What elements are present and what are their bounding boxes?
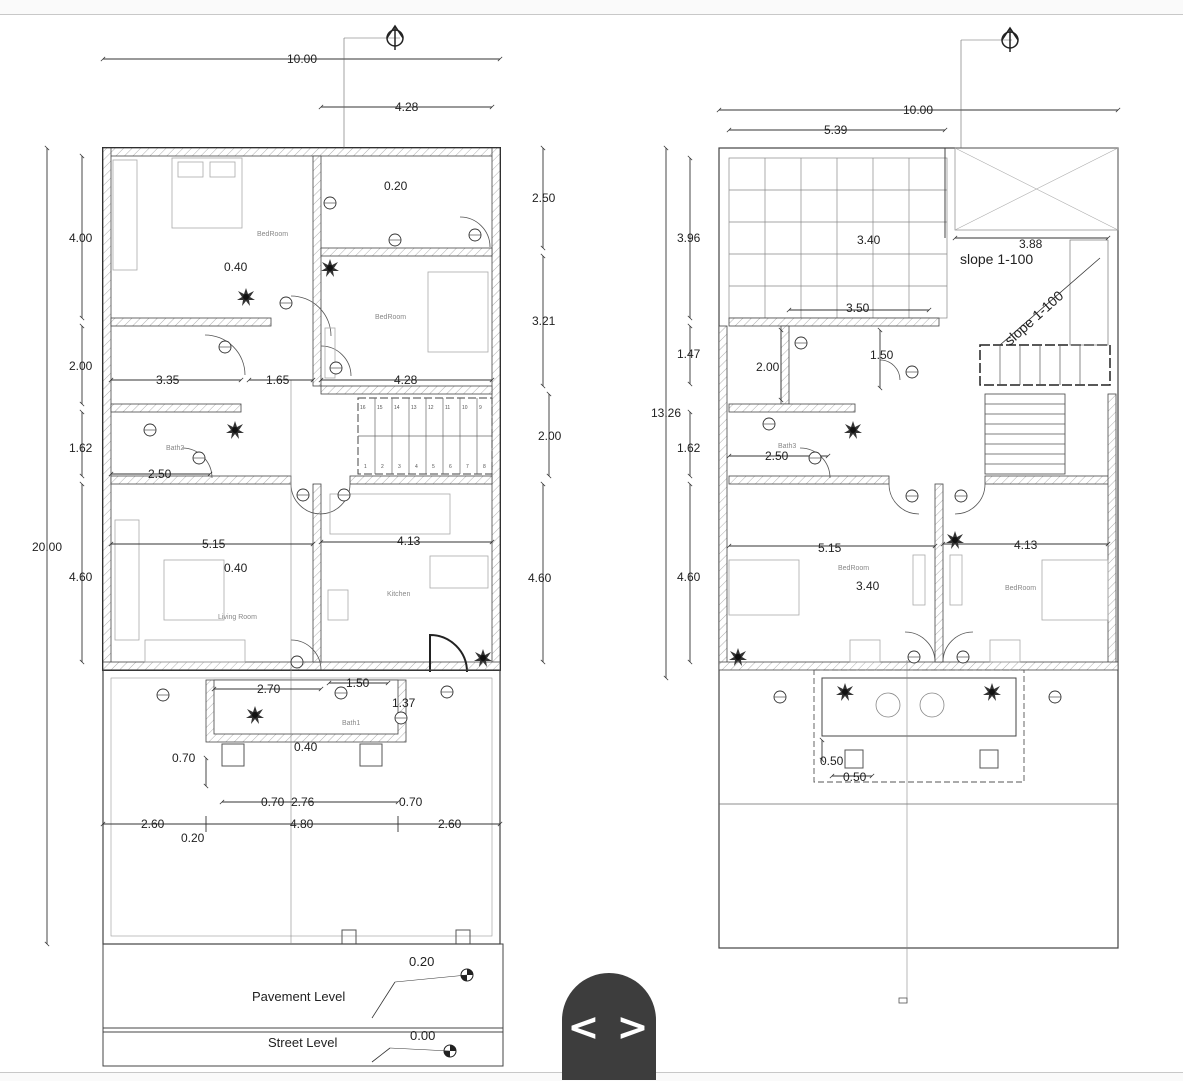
first-floor-plan: [663, 107, 1121, 1004]
dim-inner: 1.65: [266, 373, 290, 387]
north-arrow-icon: [343, 25, 404, 148]
dim-right-4: 4.60: [528, 571, 552, 585]
level-value: 0.20: [384, 179, 408, 193]
dim-inner: 4.28: [394, 373, 418, 387]
dim-inner: 2.70: [257, 682, 281, 696]
dim-left-2: 1.47: [677, 347, 701, 361]
dim-first-width: 10.00: [903, 103, 933, 117]
street-level-value: 0.00: [410, 1028, 435, 1043]
room-label: BedRoom: [838, 565, 869, 572]
stair-number: 4: [415, 464, 418, 470]
dim-inner: 1.50: [346, 676, 370, 690]
level-value: 0.40: [224, 561, 248, 575]
stair-number: 15: [377, 405, 383, 411]
ground-floor-dimensions: 10.00 4.28 20.00 4.00 2.00 1.62 4.60 2.5…: [32, 52, 562, 1050]
stair-number: 2: [381, 464, 384, 470]
dim-inner: 1.50: [870, 348, 894, 362]
dim-ground-width: 10.00: [287, 52, 317, 66]
dim-inner: 3.35: [156, 373, 180, 387]
dim-inner: 0.50: [843, 770, 867, 784]
level-value: 0.40: [294, 740, 318, 754]
code-arrows-icon: < >: [567, 1004, 651, 1049]
room-label: Bath2: [166, 445, 184, 452]
stair-number: 10: [462, 405, 468, 411]
dim-inner: 4.13: [397, 534, 421, 548]
dim-inner: 0.70: [261, 795, 285, 809]
dim-inner: 1.37: [392, 696, 416, 710]
stair-number: 16: [360, 405, 366, 411]
stair-number: 5: [432, 464, 435, 470]
dim-left-4: 4.60: [677, 570, 701, 584]
slope-label: slope 1-100: [960, 251, 1033, 267]
stair-number: 1: [364, 464, 367, 470]
dim-left-4: 4.60: [69, 570, 93, 584]
room-label: Bath1: [342, 720, 360, 727]
stair-number: 9: [479, 405, 482, 411]
level-value: 0.40: [224, 260, 248, 274]
dim-ground-depth: 20.00: [32, 540, 62, 554]
room-label: BedRoom: [1005, 585, 1036, 592]
level-value: 3.40: [856, 579, 880, 593]
stair-number: 12: [428, 405, 434, 411]
room-label: BedRoom: [375, 314, 406, 321]
dim-left-2: 2.00: [69, 359, 93, 373]
dim-ground-top-right: 4.28: [395, 100, 419, 114]
dim-inner: 0.70: [172, 751, 196, 765]
dim-left-3: 1.62: [677, 441, 701, 455]
stair-number: 8: [483, 464, 486, 470]
dim-inner: 4.80: [290, 817, 314, 831]
dim-left-3: 1.62: [69, 441, 93, 455]
stair-number: 11: [445, 405, 450, 411]
dim-inner: 0.70: [399, 795, 423, 809]
dim-inner: 2.50: [765, 449, 789, 463]
dim-inner: 2.00: [756, 360, 780, 374]
dim-inner: 5.15: [202, 537, 226, 551]
dim-terrace-width: 5.39: [824, 123, 848, 137]
stair-number: 7: [466, 464, 469, 470]
dim-inner: 2.60: [438, 817, 462, 831]
dim-right-1: 2.50: [532, 191, 556, 205]
dim-inner: 3.50: [846, 301, 870, 315]
dim-inner: 4.13: [1014, 538, 1038, 552]
dim-inner: 5.15: [818, 541, 842, 555]
level-value: 0.20: [181, 831, 205, 845]
dim-inner: 0.50: [820, 754, 844, 768]
room-label: Bath3: [778, 443, 796, 450]
slope-label: slope 1-100: [1001, 287, 1066, 348]
room-label: BedRoom: [257, 231, 288, 238]
pavement-level-label: Pavement Level: [252, 989, 345, 1004]
stair-number: 14: [394, 405, 400, 411]
stair-number: 3: [398, 464, 401, 470]
room-label: Kitchen: [387, 591, 410, 598]
dim-left-1: 3.96: [677, 231, 701, 245]
level-value: 3.40: [857, 233, 881, 247]
pavement-level-value: 0.20: [409, 954, 434, 969]
ground-floor-plan: [44, 56, 552, 1067]
dim-left-1: 4.00: [69, 231, 93, 245]
level-marker-icon: [371, 968, 474, 1063]
door-marker-icon: [143, 196, 1062, 725]
stair-number: 6: [449, 464, 452, 470]
viewer-top-bar: [0, 0, 1183, 15]
room-label: Living Room: [218, 614, 257, 621]
stair-number: 13: [411, 405, 417, 411]
dim-right-3: 2.00: [538, 429, 562, 443]
toggle-view-button[interactable]: < >: [562, 973, 656, 1080]
dim-inner: 3.88: [1019, 237, 1043, 251]
north-arrow-icon: [960, 27, 1019, 148]
dim-inner: 2.50: [148, 467, 172, 481]
dim-inner: 2.60: [141, 817, 165, 831]
dim-inner: 2.76: [291, 795, 315, 809]
dim-first-depth: 13.26: [651, 406, 681, 420]
street-level-label: Street Level: [268, 1035, 337, 1050]
dim-right-2: 3.21: [532, 314, 556, 328]
